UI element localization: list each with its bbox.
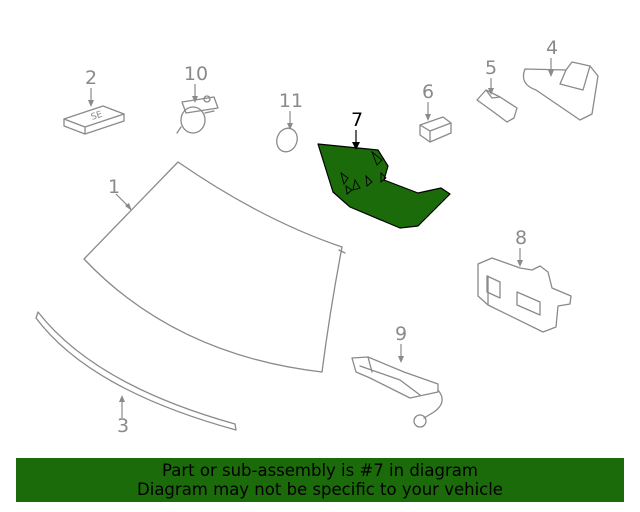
callout-3: 3: [117, 415, 129, 437]
molding-part[interactable]: [35, 311, 237, 431]
callout-5: 5: [485, 57, 497, 79]
module-part[interactable]: [477, 257, 572, 333]
sensor-part[interactable]: [176, 95, 219, 134]
arrowheads: [88, 70, 554, 402]
clip-part[interactable]: [419, 116, 452, 143]
svg-text:SE: SE: [90, 110, 104, 123]
banner-line-part-number: Part or sub-assembly is #7 in diagram: [162, 461, 478, 480]
windshield-part[interactable]: [83, 161, 346, 373]
callout-10: 10: [184, 63, 208, 85]
callout-2: 2: [85, 67, 97, 89]
callout-9: 9: [395, 323, 407, 345]
callout-8: 8: [515, 227, 527, 249]
callout-11: 11: [279, 90, 303, 112]
mirror-part[interactable]: [522, 61, 599, 121]
bracket-part[interactable]: [476, 89, 518, 123]
callout-7: 7: [351, 109, 363, 131]
callout-6: 6: [422, 81, 434, 103]
adhesive-pad-part[interactable]: SE: [63, 105, 125, 135]
leader-lines: [90, 58, 552, 418]
banner-line-disclaimer: Diagram may not be specific to your vehi…: [137, 480, 503, 499]
callout-labels: 1 2 3 4 5 6 7 8 9 10 11: [85, 37, 558, 437]
callout-1: 1: [108, 176, 120, 198]
ring-part[interactable]: [273, 125, 300, 154]
info-banner: Part or sub-assembly is #7 in diagram Di…: [16, 458, 624, 502]
cover-part-highlighted[interactable]: [317, 143, 451, 229]
callout-4: 4: [546, 37, 558, 59]
harness-part[interactable]: [351, 356, 443, 428]
